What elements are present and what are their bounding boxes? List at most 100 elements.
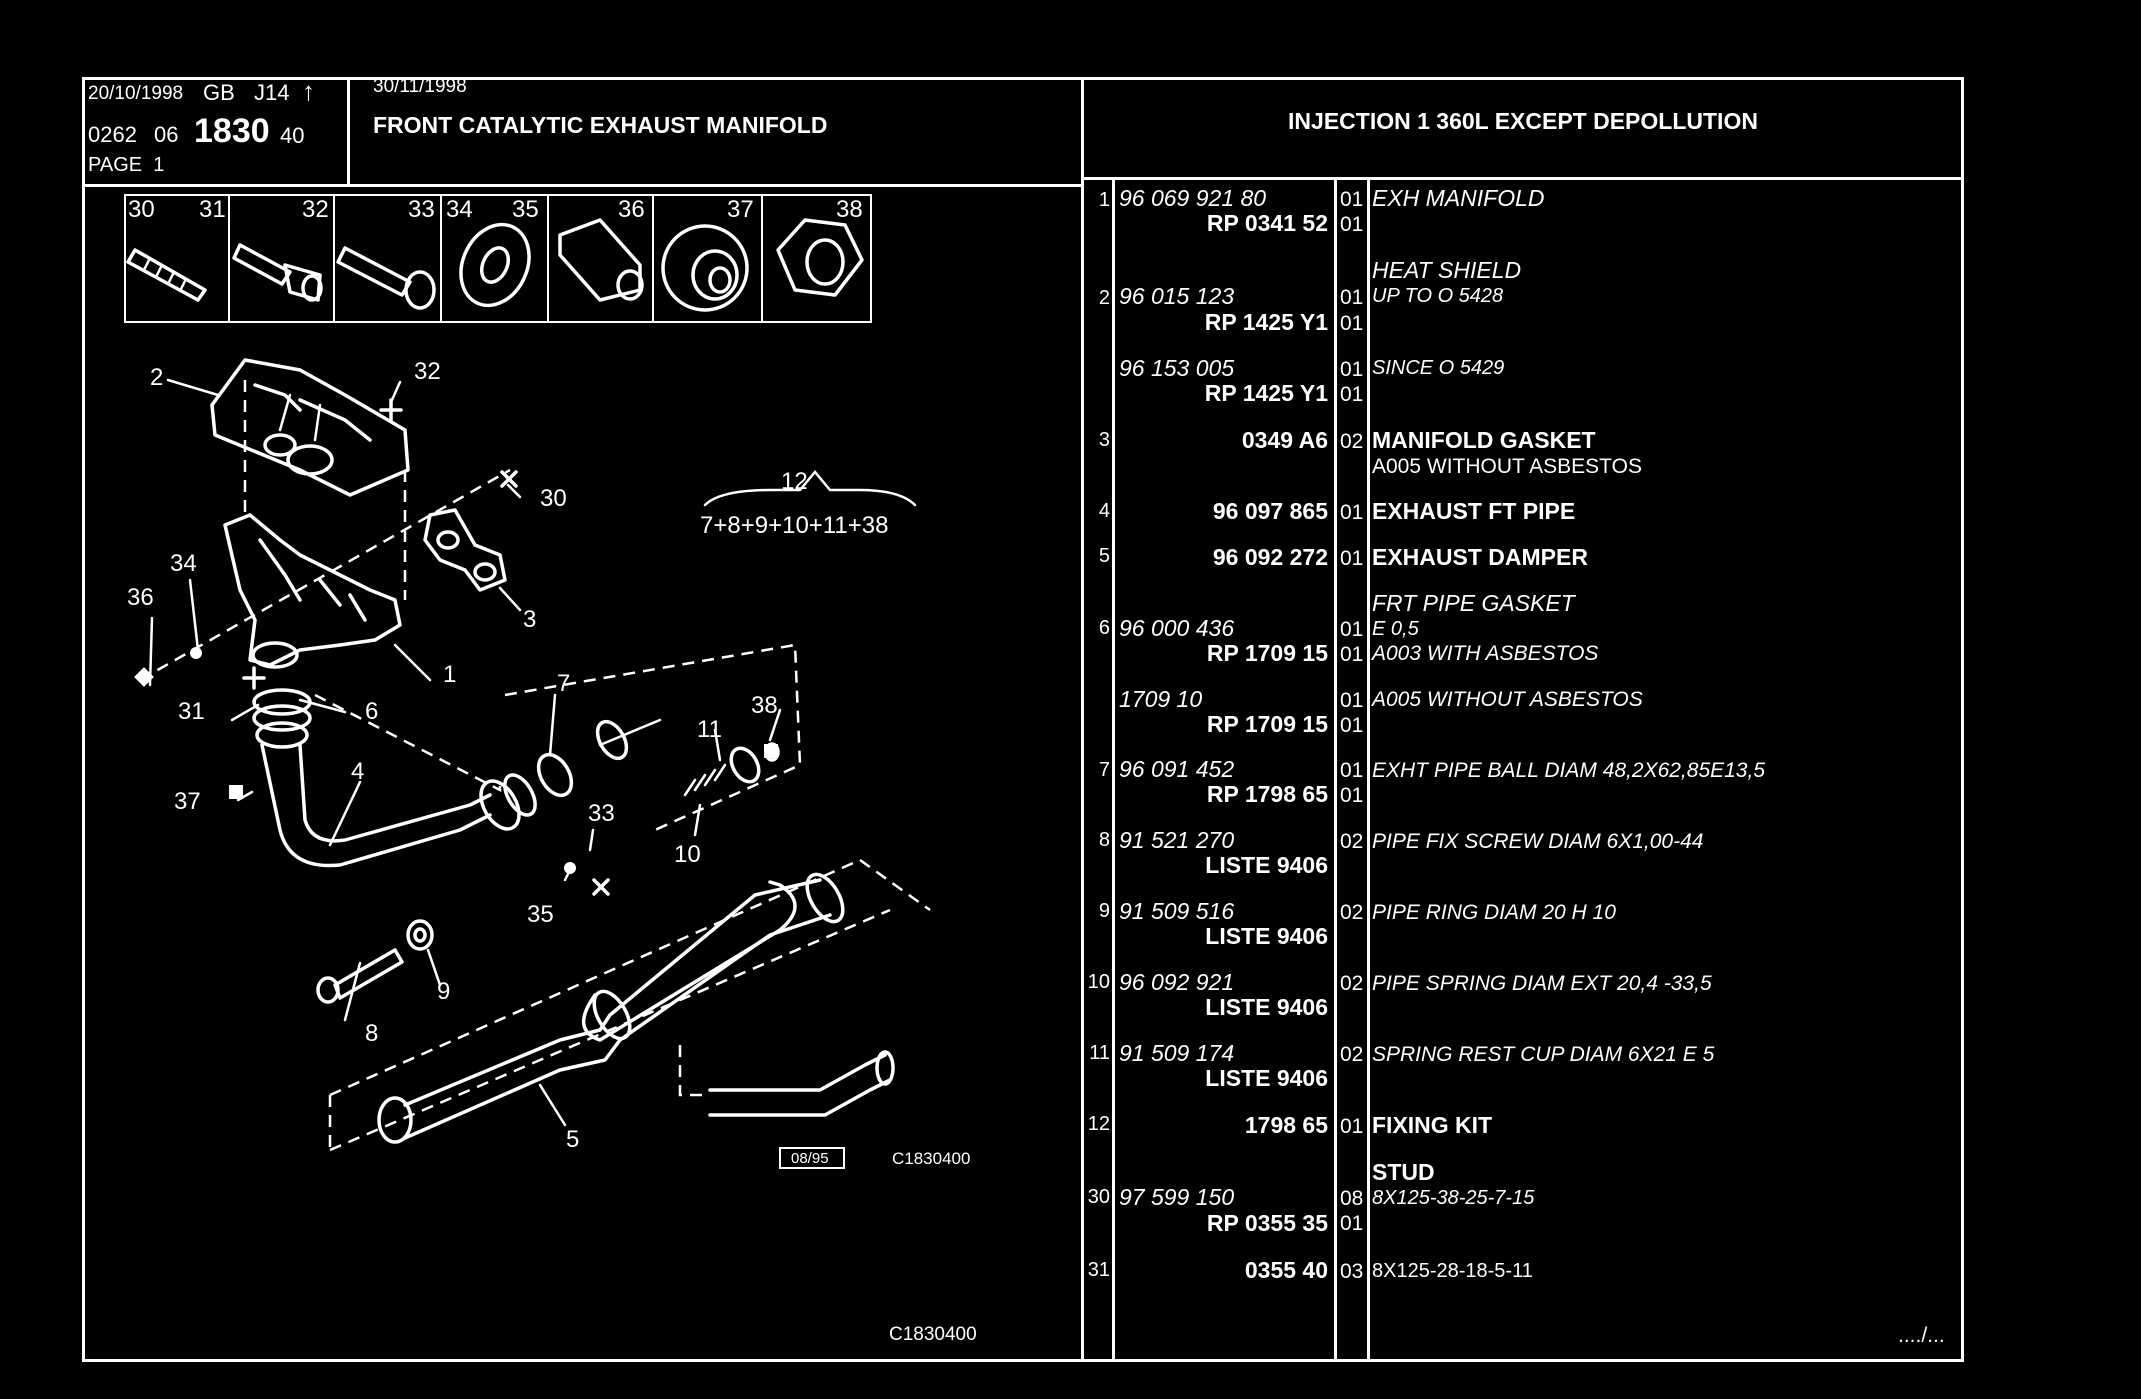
part-reference: 96 000 436: [1119, 615, 1235, 641]
part-reference: 91 509 174: [1119, 1040, 1235, 1066]
row-number: 31: [1087, 1259, 1110, 1281]
footer-code: C1830400: [889, 1324, 977, 1345]
callout-1: 1: [443, 661, 457, 688]
part-description: PIPE RING DIAM 20 H 10: [1372, 901, 1616, 924]
part-description: MANIFOLD GASKET: [1372, 427, 1596, 453]
part-description-detail: A005 WITHOUT ASBESTOS: [1372, 455, 1642, 478]
row-number: 5: [1098, 545, 1110, 567]
quantity: 01: [1340, 286, 1364, 309]
fastener-label-30: 30: [128, 196, 155, 223]
part-reference-secondary: LISTE 9406: [1205, 994, 1328, 1020]
part-reference: 96 069 921 80: [1119, 185, 1267, 211]
part-reference-secondary: RP 1709 15: [1206, 711, 1328, 737]
header-ref-c: 40: [280, 123, 305, 148]
flange-nut-icon: [661, 224, 749, 312]
callout-38: 38: [751, 692, 778, 719]
part-description-heading: FRT PIPE GASKET: [1372, 590, 1575, 616]
callout-9: 9: [437, 978, 451, 1005]
header-page: PAGE 1: [88, 154, 165, 176]
table-col-line-2: [1334, 178, 1337, 1362]
fixing-kit-outline: [504, 643, 802, 832]
bolt-icon: [336, 246, 436, 310]
part-reference-secondary: LISTE 9406: [1205, 923, 1328, 949]
part-description: PIPE SPRING DIAM EXT 20,4 -33,5: [1372, 972, 1712, 995]
part-reference-secondary: LISTE 9406: [1205, 1065, 1328, 1091]
callout-4: 4: [351, 758, 365, 785]
header-ref-b: 06: [154, 122, 179, 147]
fastener-label-31: 31: [199, 196, 226, 223]
front-pipe-drawing: [255, 721, 537, 868]
header-divider-right: [1081, 177, 1964, 180]
callout-33: 33: [588, 800, 615, 827]
part-description: EXHT PIPE BALL DIAM 48,2X62,85E13,5: [1372, 759, 1766, 782]
fastener-label-33: 33: [408, 196, 435, 223]
tail-pipe-drawing: [678, 1045, 895, 1117]
part-description: EXHAUST DAMPER: [1372, 544, 1588, 570]
heat-shield-drawing: [210, 358, 410, 497]
fastener-label-38: 38: [836, 196, 863, 223]
header-country: GB: [203, 80, 235, 105]
part-reference-secondary: 96 092 272: [1212, 544, 1328, 570]
header-update-date: 30/11/1998: [373, 76, 467, 97]
part-reference-secondary: RP 1709 15: [1206, 640, 1328, 666]
part-description: SPRING REST CUP DIAM 6X21 E 5: [1372, 1043, 1715, 1066]
manifold-gasket-drawing: [423, 508, 507, 592]
part-description: A005 WITHOUT ASBESTOS: [1372, 688, 1643, 711]
diagram-date: 08/95: [791, 1150, 829, 1167]
quantity: 01: [1340, 643, 1364, 666]
quantity: 01: [1340, 714, 1364, 737]
callout-2: 2: [150, 364, 164, 391]
fix-screw-drawing: [316, 919, 434, 1004]
row-number: 8: [1098, 829, 1110, 851]
row-number: 6: [1098, 617, 1110, 639]
row-number: 11: [1089, 1042, 1110, 1064]
leader-lines: [148, 378, 782, 1127]
part-reference: 96 015 123: [1119, 283, 1235, 309]
fixing-kit-formula: 7+8+9+10+11+38: [700, 512, 889, 539]
part-reference: 96 092 921: [1119, 969, 1235, 995]
row-number: 4: [1098, 500, 1110, 522]
fastener-label-34: 34: [446, 196, 473, 223]
part-reference-secondary: LISTE 9406: [1205, 852, 1328, 878]
row-number: 12: [1087, 1113, 1110, 1135]
row-number: 1: [1098, 189, 1110, 211]
quantity: 08: [1340, 1187, 1364, 1210]
row-number: 2: [1098, 287, 1110, 309]
callout-8: 8: [365, 1020, 379, 1047]
quantity: 01: [1340, 188, 1364, 211]
fastener-strip: [124, 194, 872, 323]
quantity: 01: [1340, 383, 1364, 406]
callout-36: 36: [127, 584, 154, 611]
part-reference-secondary: RP 0341 52: [1206, 210, 1328, 236]
callout-5: 5: [566, 1126, 580, 1153]
part-reference-secondary: RP 0355 35: [1206, 1210, 1328, 1236]
quantity: 01: [1340, 1115, 1364, 1138]
part-description: FIXING KIT: [1372, 1112, 1493, 1138]
callout-34: 34: [170, 550, 197, 577]
part-reference-secondary: 0349 A6: [1241, 427, 1328, 453]
quantity: 01: [1340, 618, 1364, 641]
fastener-markers: [134, 398, 778, 896]
part-reference-secondary: RP 1425 Y1: [1204, 309, 1328, 335]
manifold-drawing: [223, 513, 402, 669]
part-description-heading: STUD: [1372, 1159, 1435, 1185]
row-number: 10: [1087, 971, 1110, 993]
callout-32: 32: [414, 358, 441, 385]
pipe-ring-drawing: [536, 718, 662, 798]
callout-31: 31: [178, 698, 205, 725]
callout-37: 37: [174, 788, 201, 815]
part-reference-secondary: RP 1798 65: [1206, 781, 1328, 807]
part-description: 8X125-38-25-7-15: [1372, 1187, 1535, 1209]
quantity: 01: [1340, 1212, 1364, 1235]
part-reference: 97 599 150: [1119, 1184, 1235, 1210]
part-description: SINCE O 5429: [1372, 357, 1505, 379]
part-reference: 96 153 005: [1119, 355, 1235, 381]
part-description-heading: HEAT SHIELD: [1372, 257, 1522, 283]
flange-screw-icon: [232, 243, 323, 302]
catalogue-page-frame: [82, 77, 1964, 1362]
part-description: 8X125-28-18-5-11: [1372, 1260, 1533, 1282]
part-description-detail: A003 WITH ASBESTOS: [1372, 642, 1599, 665]
diagram-ref-code: C1830400: [892, 1149, 971, 1168]
